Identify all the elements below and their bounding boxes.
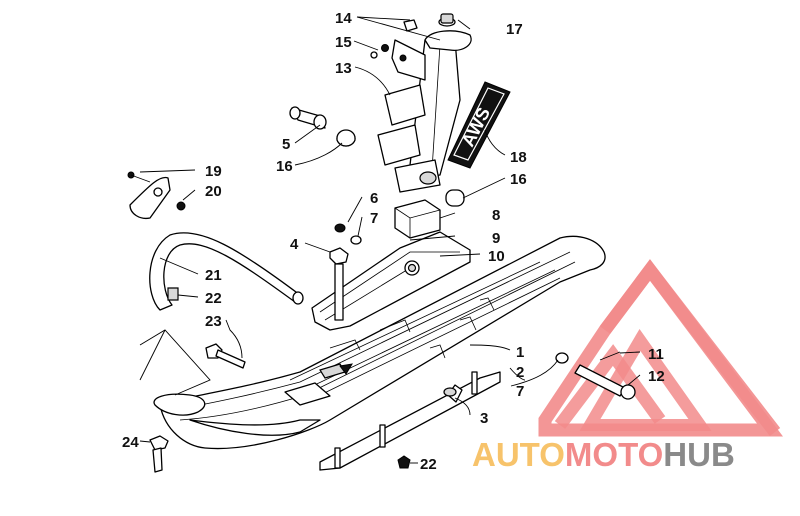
bolt-4 <box>329 247 349 321</box>
callout-14: 14 <box>335 10 352 27</box>
ski-handle-bracket <box>127 171 186 220</box>
callout-24: 24 <box>122 434 139 451</box>
callout-15: 15 <box>335 34 352 51</box>
callout-10: 10 <box>488 248 505 265</box>
bolt-23 <box>205 343 246 369</box>
pin <box>289 106 327 130</box>
washers-6-7 <box>334 223 362 245</box>
callout-7b: 7 <box>516 383 524 400</box>
bushing-upper <box>336 129 356 147</box>
callout-21: 21 <box>205 267 222 284</box>
callout-9: 9 <box>492 230 500 247</box>
bushing-lower <box>445 189 465 207</box>
watermark-text: AUTOMOTOHUB <box>472 436 735 473</box>
watermark-hub: HUB <box>663 436 735 473</box>
ski-saddle <box>311 199 471 331</box>
callout-3: 3 <box>480 410 488 427</box>
callout-2: 2 <box>516 364 524 381</box>
callout-11: 11 <box>648 346 664 363</box>
callout-13: 13 <box>335 60 352 77</box>
callout-16a: 16 <box>276 158 293 175</box>
callout-12: 12 <box>648 368 665 385</box>
callout-20: 20 <box>205 183 222 200</box>
leader-lines <box>139 16 641 464</box>
callout-5: 5 <box>282 136 290 153</box>
callout-22a: 22 <box>205 290 222 307</box>
wear-bar <box>319 371 501 471</box>
callout-23: 23 <box>205 313 222 330</box>
callout-19: 19 <box>205 163 222 180</box>
svg-text:AUTOMOTOHUB: AUTOMOTOHUB <box>472 436 735 473</box>
callout-labels: 1 2 3 4 5 6 7 7 8 9 10 11 12 13 14 15 16… <box>122 10 665 473</box>
ski-pin <box>555 351 636 400</box>
callout-17: 17 <box>506 21 523 38</box>
ski-body <box>153 235 606 450</box>
spindle <box>370 13 472 193</box>
watermark-moto: MOTO <box>565 436 663 473</box>
callout-6: 6 <box>370 190 378 207</box>
ski-loop <box>149 232 304 311</box>
callout-18: 18 <box>510 149 527 166</box>
callout-7a: 7 <box>370 210 378 227</box>
bolt-24 <box>149 435 169 473</box>
watermark-auto: AUTO <box>472 436 565 473</box>
callout-4: 4 <box>290 236 299 253</box>
callout-1: 1 <box>516 344 524 361</box>
callout-8: 8 <box>492 207 500 224</box>
callout-22b: 22 <box>420 456 437 473</box>
callout-16b: 16 <box>510 171 527 188</box>
